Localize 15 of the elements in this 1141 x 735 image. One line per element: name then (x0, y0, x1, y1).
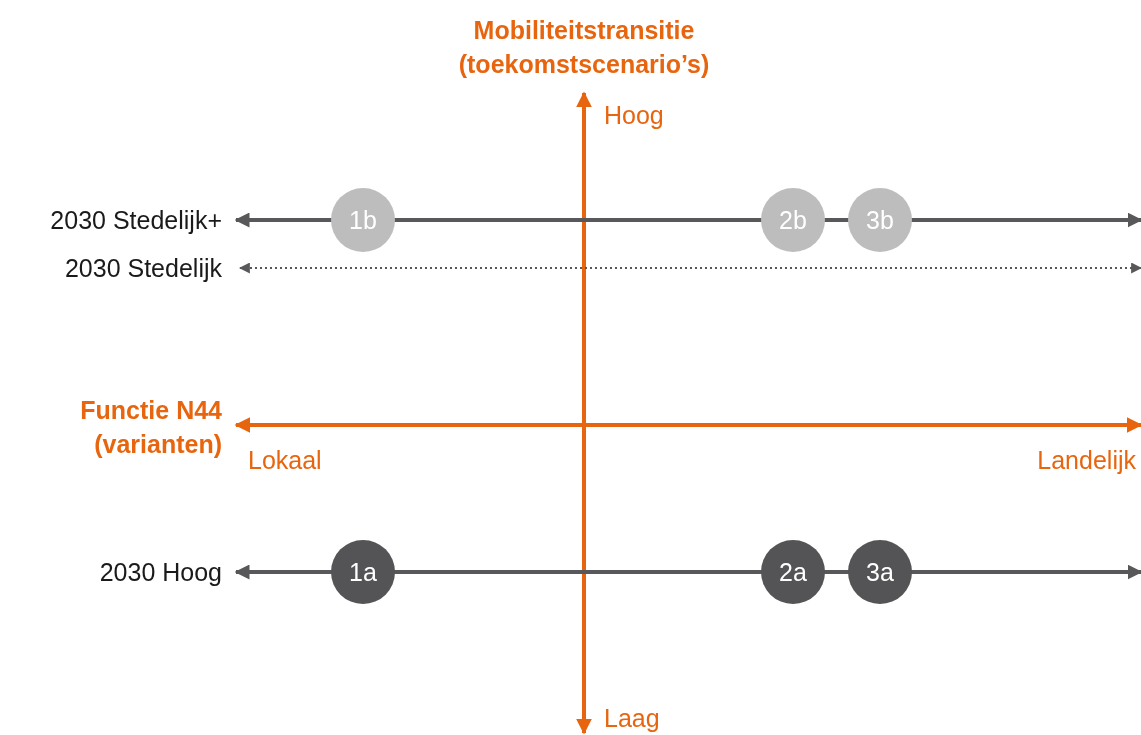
row-label: 2030 Hoog (99, 557, 222, 588)
scenario-circle: 1a (331, 540, 395, 604)
axis-end-label: Laag (604, 703, 660, 734)
axis-end-label: Hoog (604, 100, 664, 131)
row-label: 2030 Stedelijk (64, 253, 222, 284)
scenario-circle: 2a (761, 540, 825, 604)
scenario-circle: 2b (761, 188, 825, 252)
scenario-circle: 1b (331, 188, 395, 252)
scenario-circle: 3b (848, 188, 912, 252)
axis-end-label: Landelijk (1037, 445, 1136, 476)
scenario-circle: 3a (848, 540, 912, 604)
row-label: 2030 Stedelijk+ (50, 205, 222, 236)
axis-title: Functie N44 (varianten) (79, 395, 222, 460)
axis-title: Mobiliteitstransitie (toekomstscenario’s) (457, 15, 711, 80)
axis-end-label: Lokaal (248, 445, 322, 476)
